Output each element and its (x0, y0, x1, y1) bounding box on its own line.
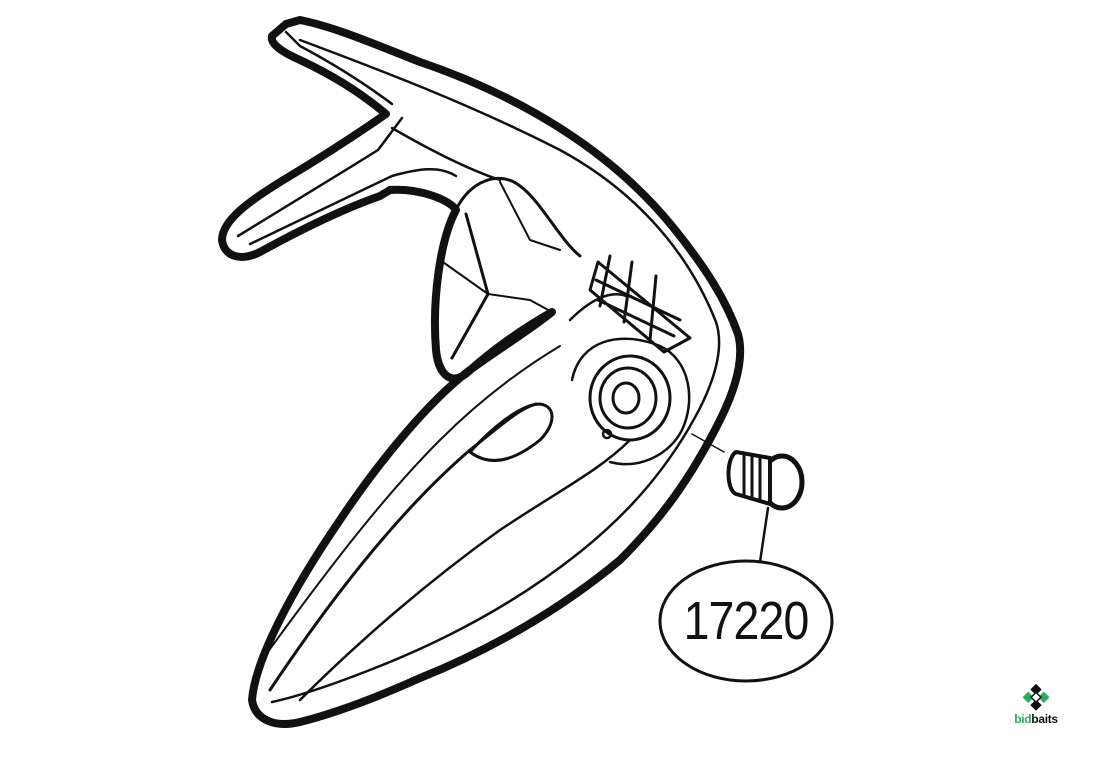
lower-arm-ridge-3 (261, 345, 561, 661)
part-label-ellipse (658, 559, 834, 683)
screw-shank (726, 450, 772, 506)
brand-name: bidbaits (1008, 712, 1064, 726)
screw-part-drawing (726, 450, 805, 564)
lower-arm-ridge-2 (298, 438, 632, 702)
brand-logo: bidbaits (1008, 683, 1064, 728)
boss-outer (588, 354, 672, 442)
boss-hole (611, 381, 641, 415)
bidbaits-logo-icon (1022, 683, 1050, 711)
brand-name-part2: baits (1031, 712, 1058, 726)
boss-slot (568, 293, 628, 322)
boss-mid (598, 366, 658, 430)
screw-threads (742, 452, 762, 503)
upper-arm-detail (236, 30, 502, 238)
hub-facets (439, 181, 561, 313)
lower-arm-ridge-1 (268, 402, 538, 692)
upper-arm-groove (248, 168, 458, 246)
leader-line-dash (691, 433, 725, 453)
cover-inner-rim (270, 38, 721, 704)
boss-pin (601, 428, 613, 440)
leader-line (758, 506, 770, 564)
boss-housing (570, 337, 691, 466)
brand-name-part1: bid (1014, 712, 1032, 726)
part-number-label: 17220 (683, 591, 810, 651)
lower-arm-groove (468, 402, 554, 462)
cover-part-drawing (218, 16, 745, 728)
vent-grid (588, 254, 692, 354)
